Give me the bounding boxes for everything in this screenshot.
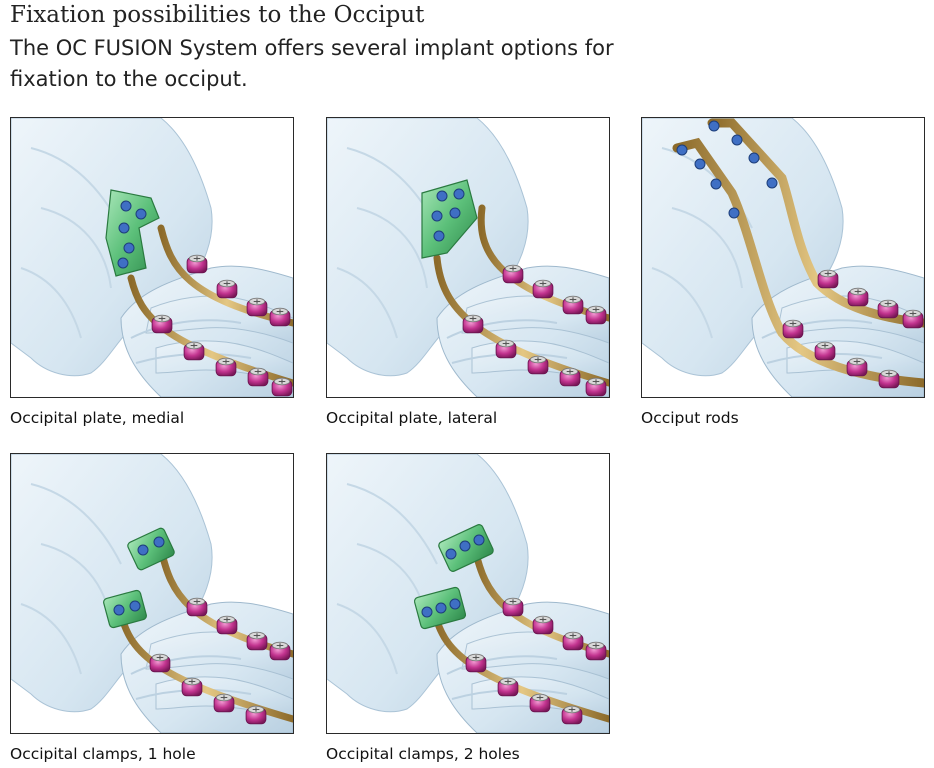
figure-occipital-plate-lateral	[326, 117, 610, 398]
figure-occipital-clamps-1-hole	[10, 453, 294, 734]
figure-occiput-rods	[641, 117, 925, 398]
page-title: Fixation possibilities to the Occiput	[10, 2, 425, 28]
figure-occipital-plate-medial	[10, 117, 294, 398]
caption-occipital-clamps-2-holes: Occipital clamps, 2 holes	[326, 745, 520, 763]
illustration-occiput-rods	[642, 118, 924, 397]
page-subtitle: The OC FUSION System offers several impl…	[10, 36, 614, 91]
caption-occipital-clamps-1-hole: Occipital clamps, 1 hole	[10, 745, 196, 763]
figure-occipital-clamps-2-holes	[326, 453, 610, 734]
caption-occipital-plate-lateral: Occipital plate, lateral	[326, 409, 498, 427]
illustration-occipital-clamps-2-holes	[327, 454, 609, 733]
illustration-occipital-plate-medial	[11, 118, 293, 397]
caption-occiput-rods: Occiput rods	[641, 409, 739, 427]
caption-occipital-plate-medial: Occipital plate, medial	[10, 409, 185, 427]
illustration-occipital-clamps-1-hole	[11, 454, 293, 733]
illustration-occipital-plate-lateral	[327, 118, 609, 397]
